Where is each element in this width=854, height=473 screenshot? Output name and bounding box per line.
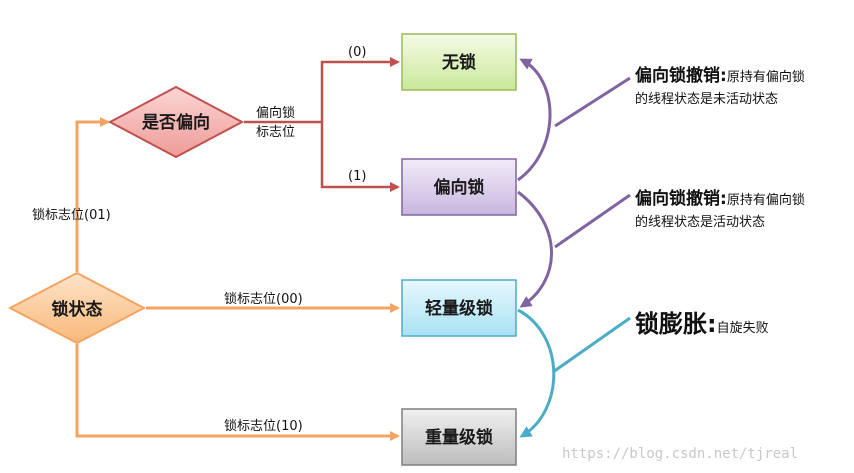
biased-check-label: 是否偏向 [142,112,210,133]
red-connectors [244,57,400,192]
annotation-revoke-inactive-line1: 原持有偏向锁 [727,69,805,85]
lightweight-lock-label: 轻量级锁 [425,298,493,319]
annotation-revoke-active-title: 偏向锁撤销: [635,188,727,209]
annotation-revoke-active-line1: 原持有偏向锁 [727,192,805,208]
annotation-revoke-inactive: 偏向锁撤销:原持有偏向锁 的线程状态是未活动状态 [635,65,805,107]
edge-state-to-biased-check [75,117,110,272]
heavyweight-lock-label: 重量级锁 [425,427,493,448]
edge-check-to-biased [320,122,400,192]
heavyweight-lock-node: 重量级锁 [401,408,517,466]
pointer-revoke-inactive [554,76,631,128]
edge-label-flag-01: 锁标志位(01) [32,207,111,223]
svg-text:锁膨胀:自旋失败: 锁膨胀:自旋失败 [635,310,769,338]
pointer-inflate [552,316,631,374]
watermark: https://blog.csdn.net/tjreal [562,446,798,462]
edge-label-flag-10: 锁标志位(10) [224,418,303,434]
annotation-inflate-title: 锁膨胀: [635,310,717,338]
biased-check-node: 是否偏向 [107,85,245,159]
svg-text:偏向锁撤销:原持有偏向锁: 偏向锁撤销:原持有偏向锁 [635,188,805,209]
edge-label-zero: (0) [348,45,366,60]
annotation-revoke-active-line2: 的线程状态是活动状态 [635,214,765,230]
curve-biased-to-lightweight [517,190,553,308]
annotation-revoke-inactive-title: 偏向锁撤销: [635,65,727,86]
edge-check-to-nolock [320,57,400,122]
annotation-revoke-active: 偏向锁撤销:原持有偏向锁 的线程状态是活动状态 [635,188,805,230]
edge-state-to-heavyweight [75,344,400,441]
annotation-revoke-inactive-line2: 的线程状态是未活动状态 [635,91,778,107]
biased-lock-label: 偏向锁 [434,177,485,198]
edge-label-one: (1) [348,169,366,184]
edge-label-flag-00: 锁标志位(00) [224,291,303,307]
pointer-revoke-active [554,193,631,249]
teal-curve [517,308,631,438]
lightweight-lock-node: 轻量级锁 [401,279,517,337]
edge-label-biased-flag-line2: 标志位 [256,125,295,140]
no-lock-node: 无锁 [401,33,517,91]
orange-connectors [75,117,400,441]
annotation-inflate-text: 自旋失败 [717,321,769,336]
purple-curves [517,58,631,308]
lock-state-node: 锁状态 [7,271,147,345]
biased-lock-node: 偏向锁 [401,158,517,216]
curve-lightweight-to-heavyweight [517,308,556,438]
no-lock-label: 无锁 [441,52,476,73]
svg-text:偏向锁撤销:原持有偏向锁: 偏向锁撤销:原持有偏向锁 [635,65,805,86]
edge-label-biased-flag-line1: 偏向锁 [256,105,295,121]
annotation-inflate: 锁膨胀:自旋失败 [635,310,769,338]
lock-state-label: 锁状态 [52,299,103,320]
curve-biased-to-nolock [517,58,552,182]
